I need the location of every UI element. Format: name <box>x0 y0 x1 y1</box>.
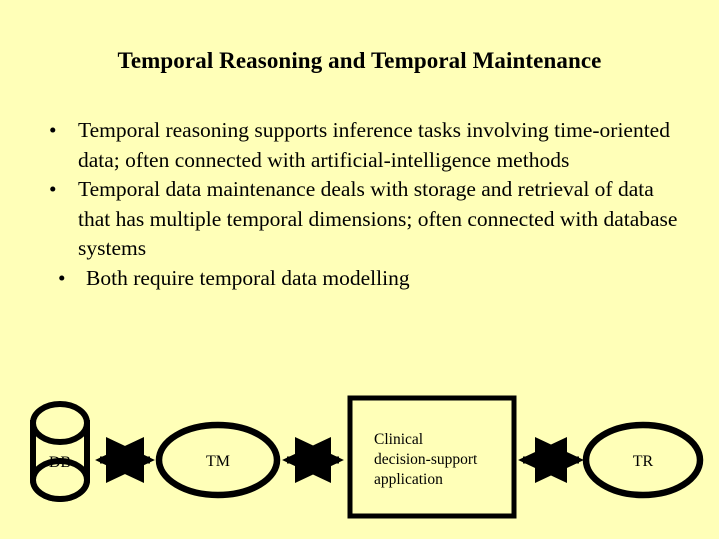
ellipse-tr <box>582 421 704 499</box>
bullet-marker-icon: • <box>49 118 57 142</box>
bullet-marker-icon: • <box>58 265 66 290</box>
diagram-node-application-label-line-3: application <box>374 471 443 488</box>
architecture-diagram: DB TM Clinical decision-support applicat… <box>0 380 719 539</box>
bullet-text-1: Temporal reasoning supports inference ta… <box>78 118 670 172</box>
diagram-node-application-label-line-1: Clinical <box>374 431 423 448</box>
diagram-node-tr[interactable]: TR <box>582 421 704 499</box>
cylinder-top <box>30 401 90 445</box>
bullet-text-3: Both require temporal data modelling <box>86 265 410 290</box>
bullet-list: • Temporal reasoning supports inference … <box>0 116 719 293</box>
bullet-item-3: • Both require temporal data modelling <box>0 264 719 294</box>
diagram-node-db-label: DB <box>49 454 71 471</box>
diagram-node-tm-label: TM <box>206 453 230 470</box>
bullet-marker-icon: • <box>49 177 57 201</box>
slide-title: Temporal Reasoning and Temporal Maintena… <box>117 48 602 73</box>
bullet-item-1: • Temporal reasoning supports inference … <box>0 116 719 175</box>
bullet-item-2: • Temporal data maintenance deals with s… <box>0 175 719 264</box>
rect-application <box>347 395 517 519</box>
ellipse-tm <box>155 421 281 499</box>
diagram-node-tr-label: TR <box>633 453 654 470</box>
bullet-text-2: Temporal data maintenance deals with sto… <box>78 177 678 260</box>
diagram-node-application-label-line-2: decision-support <box>374 451 478 468</box>
diagram-node-db[interactable]: DB <box>30 401 90 502</box>
diagram-node-application[interactable]: Clinical decision-support application <box>347 395 517 519</box>
diagram-node-tm[interactable]: TM <box>155 421 281 499</box>
cylinder-bottom <box>30 458 90 502</box>
